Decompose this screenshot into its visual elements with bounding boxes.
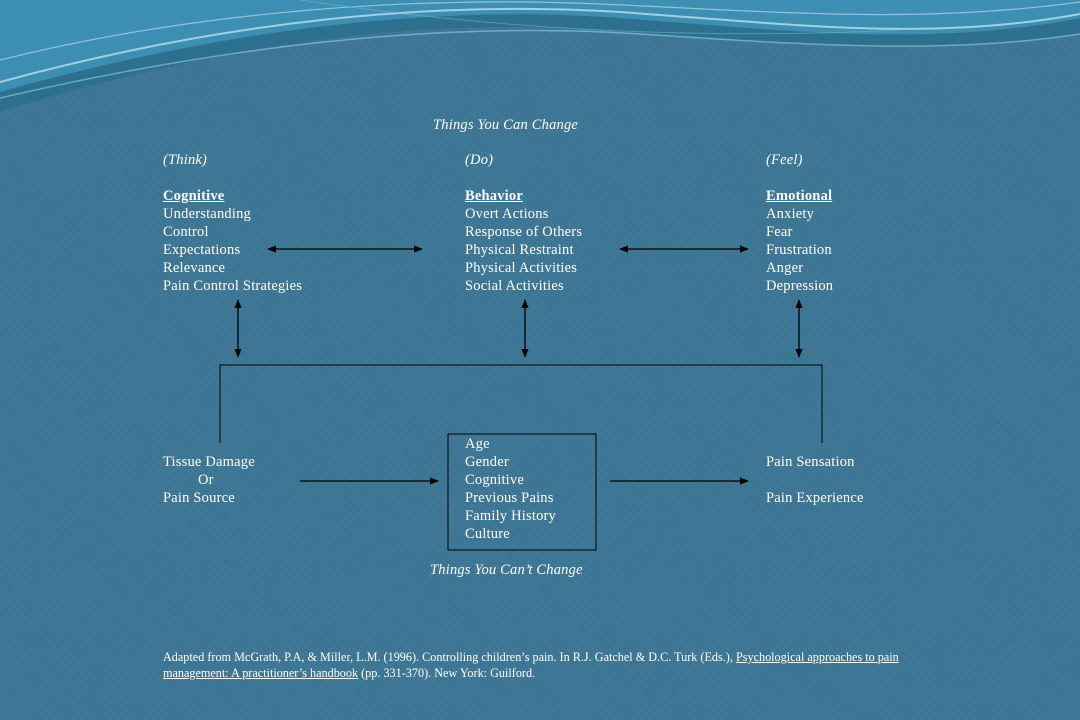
list-item: Cognitive <box>465 472 524 488</box>
column-tag: (Think) <box>163 152 208 168</box>
factors-box-border <box>447 433 597 551</box>
list-item: Pain Control Strategies <box>163 278 303 294</box>
outcome-sensation: Pain Sensation <box>766 454 855 470</box>
list-item: Control <box>163 224 209 240</box>
header-wave-decoration <box>0 0 1080 112</box>
column-tag: (Do) <box>465 152 494 168</box>
column-behavior: (Do) Behavior Overt Actions Response of … <box>465 151 582 295</box>
list-item: Expectations <box>163 242 241 258</box>
list-item: Frustration <box>766 242 832 258</box>
list-item: Fear <box>766 224 793 240</box>
column-emotional: (Feel) Emotional Anxiety Fear Frustratio… <box>766 151 833 295</box>
column-heading: Cognitive <box>163 188 225 204</box>
column-heading: Behavior <box>465 188 523 204</box>
list-item: Anxiety <box>766 206 815 222</box>
source-label: Tissue Damage Or Pain Source <box>163 453 255 507</box>
list-item: Age <box>465 436 490 452</box>
list-item: Anger <box>766 260 804 276</box>
factors-box: Age Gender Cognitive Previous Pains Fami… <box>465 435 556 543</box>
source-line-3: Pain Source <box>163 490 235 506</box>
citation-suffix: (pp. 331-370). New York: Guilford. <box>358 666 536 680</box>
list-item: Understanding <box>163 206 251 222</box>
citation: Adapted from McGrath, P.A, & Miller, L.M… <box>163 649 963 681</box>
list-item: Physical Restraint <box>465 242 574 258</box>
list-item: Relevance <box>163 260 226 276</box>
source-line-1: Tissue Damage <box>163 454 255 470</box>
column-tag: (Feel) <box>766 152 803 168</box>
list-item: Physical Activities <box>465 260 578 276</box>
outcome-experience: Pain Experience <box>766 490 864 506</box>
list-item: Depression <box>766 278 834 294</box>
citation-prefix: Adapted from McGrath, P.A, & Miller, L.M… <box>163 650 736 664</box>
list-item: Culture <box>465 526 510 542</box>
top-title: Things You Can Change <box>433 117 579 133</box>
source-line-2: Or <box>198 472 214 488</box>
list-item: Response of Others <box>465 224 583 240</box>
list-item: Family History <box>465 508 557 524</box>
list-item: Previous Pains <box>465 490 554 506</box>
column-heading: Emotional <box>766 188 833 204</box>
list-item: Overt Actions <box>465 206 549 222</box>
citation-book-title: Psychological approaches to pain managem… <box>163 650 899 680</box>
list-item: Social Activities <box>465 278 564 294</box>
bottom-title: Things You Can’t Change <box>430 562 583 578</box>
connector-bracket <box>219 364 823 443</box>
column-cognitive: (Think) Cognitive Understanding Control … <box>163 151 302 295</box>
list-item: Gender <box>465 454 509 470</box>
